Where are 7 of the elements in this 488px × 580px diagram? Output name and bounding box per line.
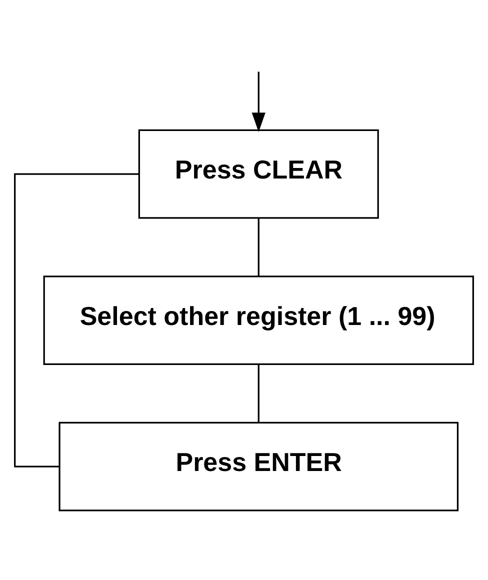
connector — [14, 172, 139, 467]
connector — [258, 364, 260, 422]
node-box: Select other register (1 ... 99) — [43, 275, 474, 365]
arrow — [252, 71, 266, 132]
node-box: Press CLEAR — [138, 128, 379, 218]
connector — [258, 217, 260, 276]
node-box: Press ENTER — [58, 421, 459, 511]
